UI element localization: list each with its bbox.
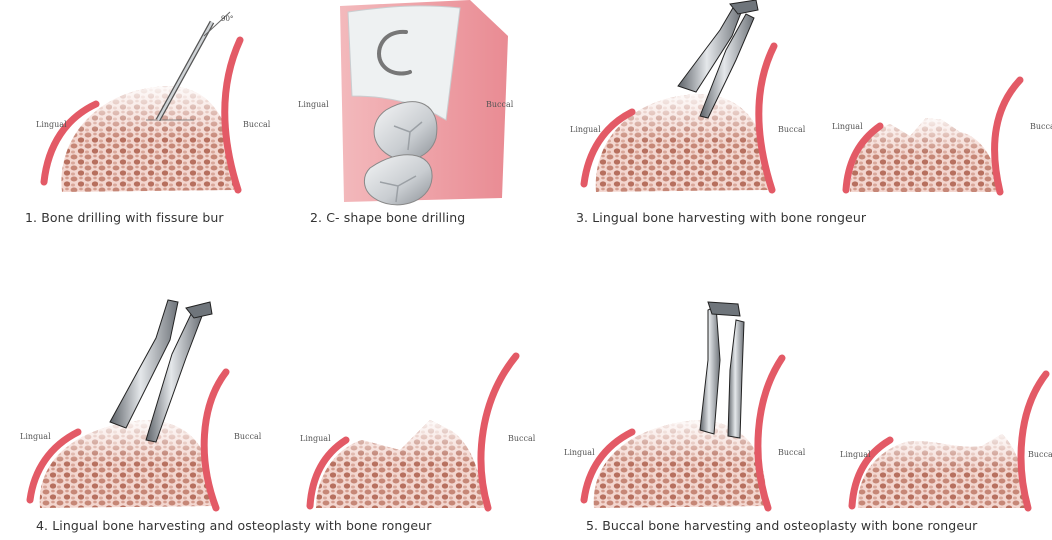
caption-step-5: 5. Buccal bone harvesting and osteoplast… [586, 518, 977, 533]
buccal-cortex [204, 372, 226, 508]
bone-rongeur-icon [700, 302, 744, 438]
lingual-label: Lingual [20, 432, 51, 441]
caption-step-2: 2. C- shape bone drilling [310, 210, 465, 225]
buccal-label: Buccal [234, 432, 261, 441]
bone-cross-section-pair [550, 280, 1052, 540]
lingual-label: Lingual [840, 450, 871, 459]
panel-step-1: 90° Lingual Buccal 1. Bone drilling with… [0, 0, 270, 240]
buccal-label: Buccal [778, 125, 805, 134]
caption-step-1: 1. Bone drilling with fissure bur [25, 210, 224, 225]
angle-label: 90° [221, 15, 233, 23]
bone-cross-section-pair [550, 0, 1052, 240]
occlusal-view [270, 0, 550, 240]
panel-step-2: Lingual Buccal 2. C- shape bone drilling [270, 0, 550, 240]
panel-step-3: Lingual Buccal Lingual Bucca 3. Lingual … [550, 0, 1052, 240]
lingual-label: Lingual [570, 125, 601, 134]
buccal-label: Buccal [508, 434, 535, 443]
buccal-label-cut: Bucca [1030, 122, 1052, 131]
lingual-label: Lingual [36, 120, 67, 129]
buccal-label: Buccal [243, 120, 270, 129]
caption-step-4: 4. Lingual bone harvesting and osteoplas… [36, 518, 431, 533]
buccal-label: Buccal [486, 100, 513, 109]
panel-step-5: Lingual Buccal Lingual Bucca 5. Buccal b… [550, 280, 1052, 540]
panel-step-4: Lingual Buccal Lingual Buccal 4. Lingual… [0, 280, 550, 540]
lingual-label: Lingual [832, 122, 863, 131]
buccal-label-cut: Bucca [1028, 450, 1052, 459]
caption-step-3: 3. Lingual bone harvesting with bone ron… [576, 210, 866, 225]
bone-cross-section-pair [0, 280, 550, 540]
lingual-label: Lingual [564, 448, 595, 457]
buccal-label: Buccal [778, 448, 805, 457]
lingual-label: Lingual [300, 434, 331, 443]
buccal-cortex [481, 356, 516, 508]
lingual-label: Lingual [298, 100, 329, 109]
buccal-cortex [995, 80, 1020, 192]
bone-rongeur-icon [110, 300, 212, 442]
buccal-cortex [1021, 374, 1046, 508]
buccal-cortex [758, 358, 782, 508]
